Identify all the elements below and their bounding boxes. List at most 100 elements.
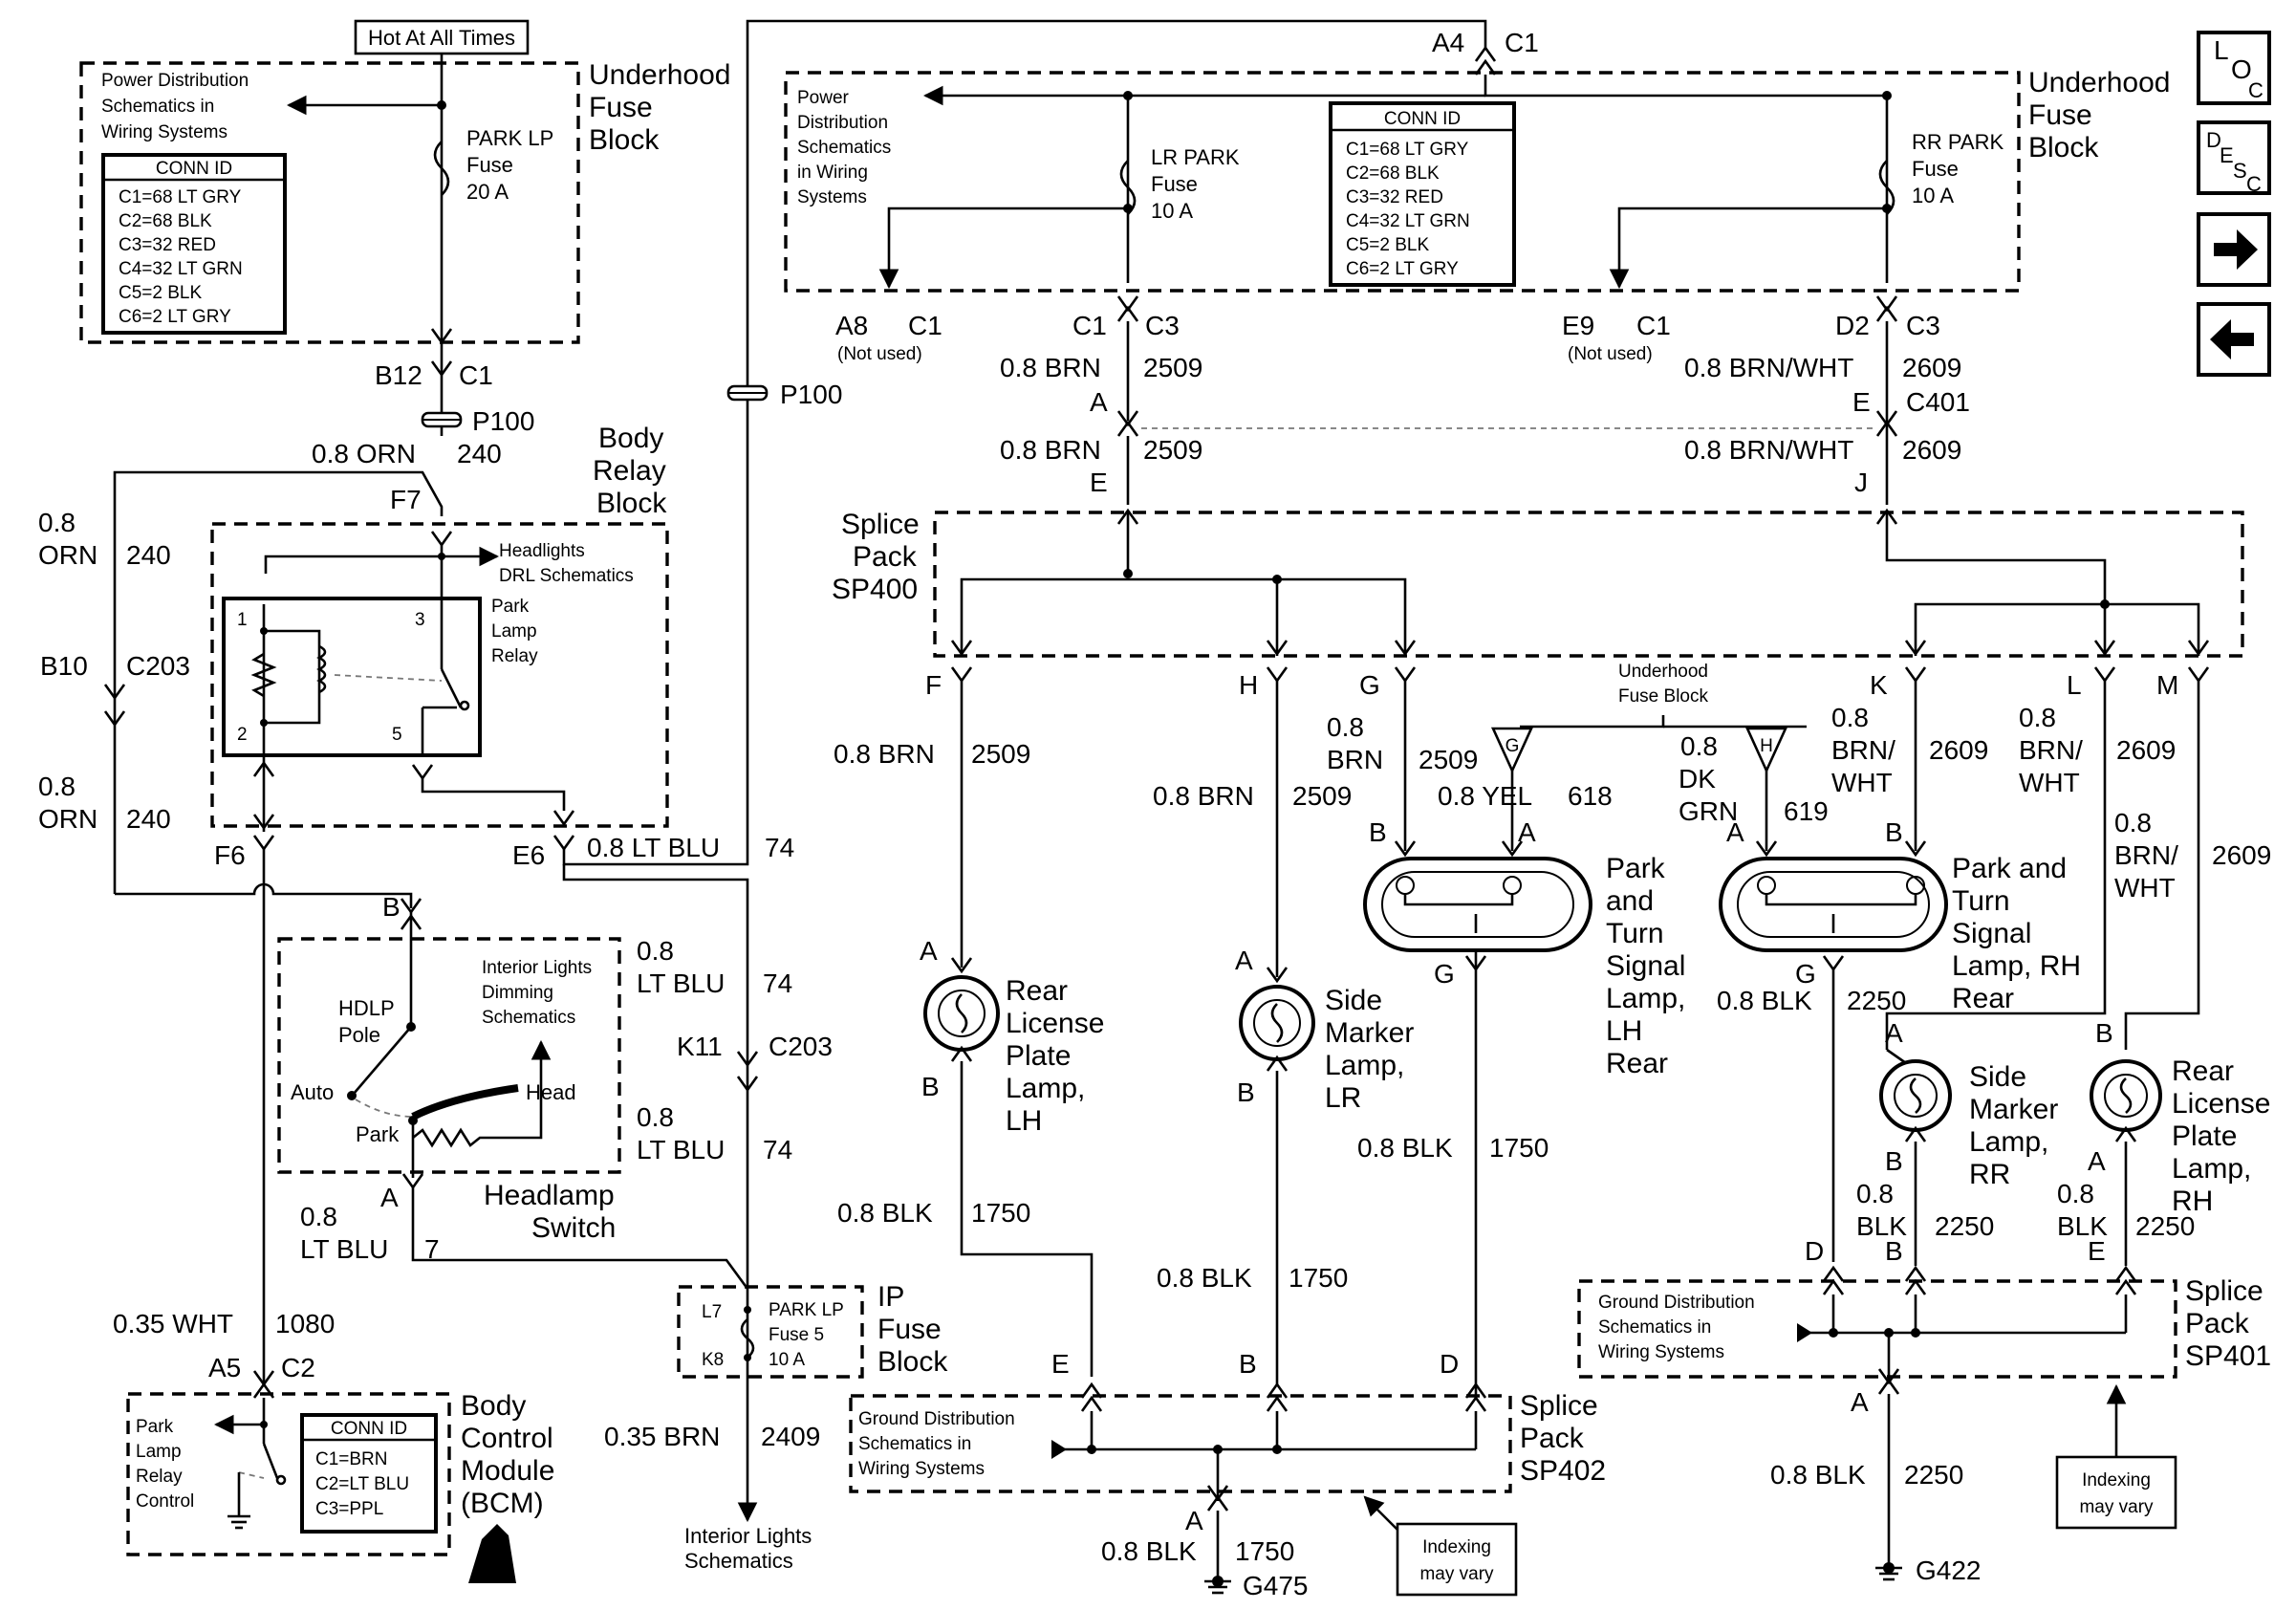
sp401-label-3: SP401 [2185, 1340, 2271, 1372]
orn-08-left-3: 0.8 [38, 772, 76, 801]
underhood-fuse-block-left-box [79, 61, 580, 344]
lt-blu-mid-3: 0.8 [637, 1102, 674, 1132]
w2609-m: 2609 [2212, 840, 2271, 870]
w2609-l: 2609 [2116, 735, 2176, 765]
power-dist-left-1: Power Distribution [101, 71, 249, 91]
conn-c1-lr: C1 [1072, 311, 1107, 340]
brnwht-k-2: BRN/ [1831, 735, 1895, 765]
dk-grn-2: DK [1679, 764, 1716, 794]
conn-k8: K8 [702, 1350, 724, 1370]
lamp-pt-lh-7: Rear [1606, 1048, 1668, 1079]
w7-label: 7 [424, 1234, 440, 1264]
conn-id-left-1: C1=68 LT GRY [119, 187, 242, 207]
conn-c1-a4: C1 [1505, 28, 1539, 57]
w1750-sm-lr: 1750 [1289, 1263, 1348, 1293]
brnwht-k-3: WHT [1831, 768, 1893, 797]
interior-dimming-2: Dimming [482, 983, 553, 1003]
conn-b-sm-lr: B [1237, 1077, 1255, 1107]
rr-park-fuse-3: 10 A [1912, 184, 1954, 207]
conn-f7: F7 [390, 485, 422, 514]
relay-pin-1: 1 [237, 610, 248, 630]
indexing-left-2: may vary [1419, 1564, 1494, 1584]
loc-o: O [2231, 54, 2252, 84]
brnwht-l-3: WHT [2019, 768, 2080, 797]
prev-page-button[interactable] [2197, 302, 2271, 377]
w035-brn: 0.35 BRN [604, 1422, 720, 1451]
p100-right-label: P100 [780, 380, 842, 409]
w2250-g422: 2250 [1904, 1460, 1963, 1490]
sp400-label-2: Pack [853, 541, 918, 573]
brnwht-l-1: 0.8 [2019, 703, 2056, 732]
loc-button[interactable]: L O C [2197, 31, 2271, 105]
esd-warning-icon [468, 1524, 516, 1583]
w74-top: 74 [765, 833, 794, 862]
conn-e-c401-rr: E [1852, 387, 1871, 417]
lt-blu-mid-2: LT BLU [637, 968, 725, 998]
desc-button[interactable]: D E S C [2197, 120, 2271, 196]
brnwht-m-3: WHT [2114, 873, 2176, 903]
relay-pin-2: 2 [237, 725, 248, 745]
ufb-small-2: Fuse Block [1618, 686, 1708, 707]
arrow-right-icon [2214, 229, 2258, 270]
lamp-pt-lh-4: Signal [1606, 950, 1685, 982]
blk-08-g475: 0.8 BLK [1101, 1536, 1197, 1566]
conn-l7: L7 [702, 1302, 722, 1322]
indexing-box-right [2055, 1455, 2177, 1530]
conn-b-pt-rh: B [1885, 817, 1903, 847]
lamp-pt-rh-1: Park and [1952, 853, 2067, 884]
sp402-label-2: Pack [1520, 1423, 1585, 1454]
lamp-sm-lr-4: LR [1325, 1082, 1361, 1114]
lt-blu-stack-sw-1: 0.8 [300, 1202, 337, 1231]
brn-08-h: 0.8 BRN [1153, 781, 1254, 811]
lamp-pt-rh-3: Signal [1952, 918, 2031, 949]
conn-id-left-2: C2=68 BLK [119, 211, 212, 231]
w2609-rr-1: 2609 [1902, 353, 1961, 382]
brn-stack-g-2: BRN [1327, 745, 1383, 774]
wire-lt-blu-7 [411, 1187, 749, 1290]
conn-id-right-1: C1=68 LT GRY [1346, 140, 1469, 160]
ip-fuse-block-1: IP [877, 1281, 904, 1313]
not-used-e9: (Not used) [1568, 344, 1653, 364]
w618: 618 [1568, 781, 1613, 811]
conn-k: K [1870, 670, 1888, 700]
blk-08-g: 0.8 BLK [1357, 1133, 1453, 1163]
sp400-box [933, 511, 2244, 658]
headlights-drl-2: DRL Schematics [499, 566, 634, 586]
next-page-button[interactable] [2197, 212, 2271, 287]
conn-c1-b12: C1 [459, 360, 493, 390]
ground-g475: G475 [1243, 1571, 1309, 1600]
lamp-rl-lh-5: LH [1006, 1105, 1042, 1137]
underhood-fuse-block-right-box [784, 71, 2021, 293]
w74-mid: 74 [763, 968, 792, 998]
conn-a-rl-lh: A [920, 936, 938, 966]
conn-id-box-left [101, 153, 287, 335]
relay-pin-5: 5 [392, 725, 402, 745]
brn-stack-g-1: 0.8 [1327, 712, 1364, 742]
conn-id-left-6: C6=2 LT GRY [119, 307, 231, 327]
lamp-sm-rr-4: RR [1969, 1159, 2010, 1190]
conn-b-switch: B [382, 892, 401, 922]
drop-l: L 0.8 BRN/ WHT 2609 [1885, 666, 2176, 1050]
ground-dist-sp402-3: Wiring Systems [858, 1459, 985, 1479]
conn-e-sp401: E [2088, 1236, 2106, 1266]
desc-s: S [2233, 159, 2247, 183]
desc-e: E [2220, 143, 2234, 167]
lr-park-fuse-symbol [1119, 160, 1137, 215]
brn-08-f: 0.8 BRN [834, 739, 935, 769]
drop-f: F 0.8 BRN 2509 [834, 666, 1030, 968]
bcm-label-1: Body [461, 1390, 526, 1422]
conn-a-g422: A [1851, 1387, 1869, 1417]
interior-schem-2: Schematics [684, 1549, 793, 1573]
orn-08-left-4: ORN [38, 804, 97, 834]
conn-id-left-4: C4=32 LT GRN [119, 259, 243, 279]
interior-dimming-1: Interior Lights [482, 958, 592, 978]
conn-k11: K11 [677, 1032, 723, 1061]
w1750-rl-lh: 1750 [971, 1198, 1030, 1228]
w619: 619 [1784, 796, 1829, 826]
ip-fuse-block-box [677, 1285, 864, 1379]
conn-m: M [2156, 670, 2178, 700]
drop-m: M 0.8 BRN/ WHT 2609 [2114, 666, 2271, 1050]
wire-orn-f6-cross [115, 882, 413, 908]
lt-blu-mid-4: LT BLU [637, 1135, 725, 1164]
